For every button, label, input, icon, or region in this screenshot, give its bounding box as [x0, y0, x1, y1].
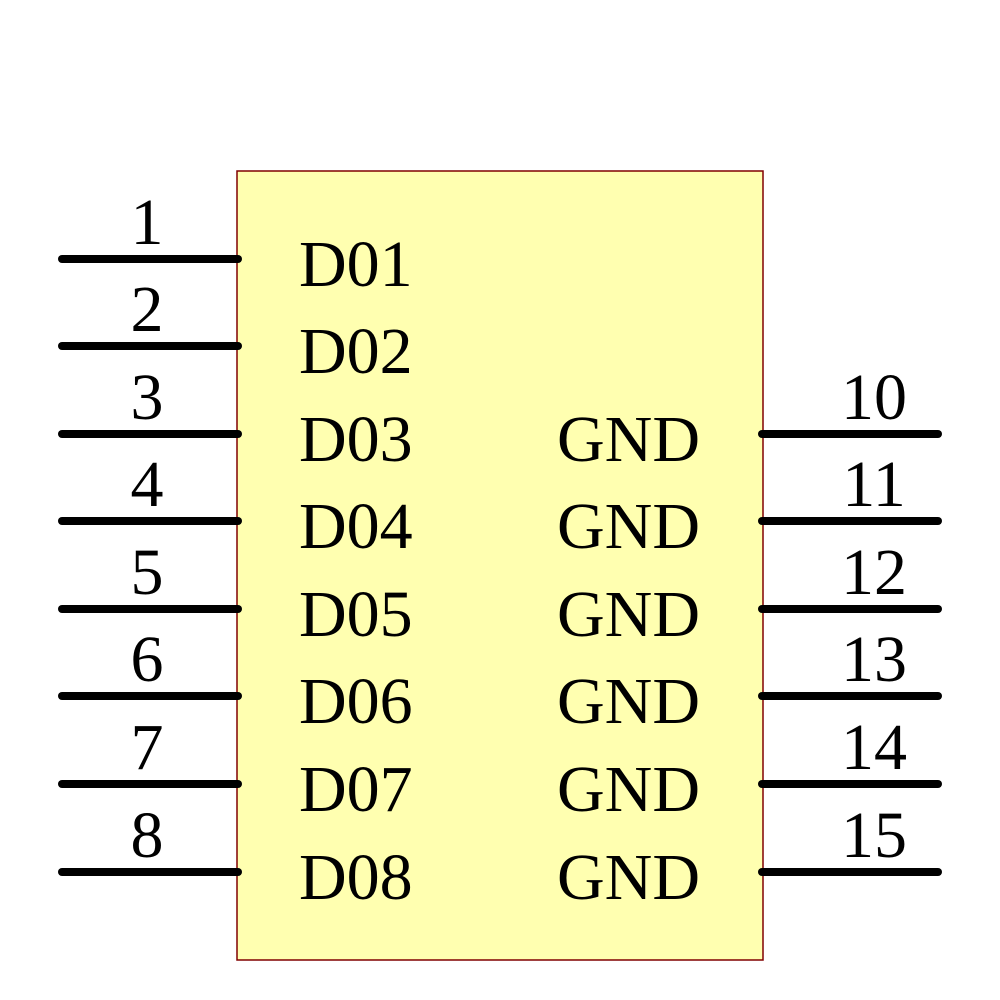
pin-name: GND	[557, 403, 700, 476]
pin-number: 8	[131, 799, 164, 872]
pin-number: 14	[841, 711, 907, 784]
pin-number: 1	[131, 186, 164, 259]
pin-name: D08	[299, 841, 413, 914]
pin-name: D03	[299, 403, 413, 476]
pin-number: 12	[841, 536, 907, 609]
pin-number: 11	[842, 448, 906, 521]
pin-number: 5	[131, 536, 164, 609]
pin-name: GND	[557, 490, 700, 563]
pin-number: 3	[131, 361, 164, 434]
pin-number: 13	[841, 623, 907, 696]
pin-name: GND	[557, 841, 700, 914]
pin-name: GND	[557, 665, 700, 738]
pin-name: GND	[557, 578, 700, 651]
pin-number: 15	[841, 799, 907, 872]
pin-number: 2	[131, 273, 164, 346]
pin-number: 10	[841, 361, 907, 434]
pin-name: D07	[299, 753, 413, 826]
pin-name: D05	[299, 578, 413, 651]
component-body[interactable]	[236, 170, 764, 961]
pin-name: GND	[557, 753, 700, 826]
pin-number: 6	[131, 623, 164, 696]
pin-name: D06	[299, 665, 413, 738]
pin-name: D04	[299, 490, 413, 563]
pin-name: D02	[299, 315, 413, 388]
pin-number: 7	[131, 711, 164, 784]
pin-number: 4	[131, 448, 164, 521]
pin-name: D01	[299, 228, 413, 301]
